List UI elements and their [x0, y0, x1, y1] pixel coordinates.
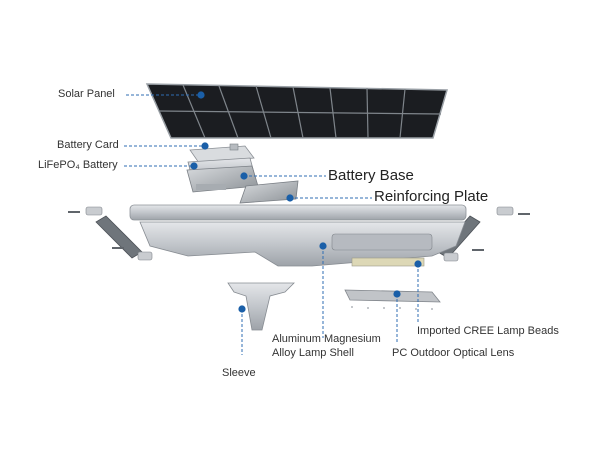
- label-cree-beads: Imported CREE Lamp Beads: [417, 325, 559, 337]
- label-optical-lens: PC Outdoor Optical Lens: [392, 347, 515, 359]
- label-battery-base: Battery Base: [328, 167, 414, 184]
- label-solar-panel: Solar Panel: [58, 88, 115, 100]
- reinforcing-plate: [239, 180, 299, 204]
- top-bar: [129, 204, 467, 221]
- lamp-shell: [139, 221, 466, 267]
- label-lamp-shell-line1: Aluminum Magnesium: [272, 333, 381, 345]
- label-lifepo4-battery: LiFePO₄ Battery: [38, 159, 118, 171]
- label-battery-card: Battery Card: [57, 139, 119, 151]
- label-reinforcing-plate: Reinforcing Plate: [374, 188, 489, 205]
- label-lamp-shell: Aluminum Magnesium Alloy Lamp Shell: [272, 332, 381, 360]
- optical-lens: [344, 289, 441, 310]
- sleeve: [227, 282, 295, 331]
- solar-panel: [145, 83, 448, 139]
- leader-lines: [124, 94, 419, 355]
- markers: [190, 91, 422, 313]
- label-lamp-shell-line2: Alloy Lamp Shell: [272, 347, 354, 359]
- label-sleeve: Sleeve: [222, 367, 256, 379]
